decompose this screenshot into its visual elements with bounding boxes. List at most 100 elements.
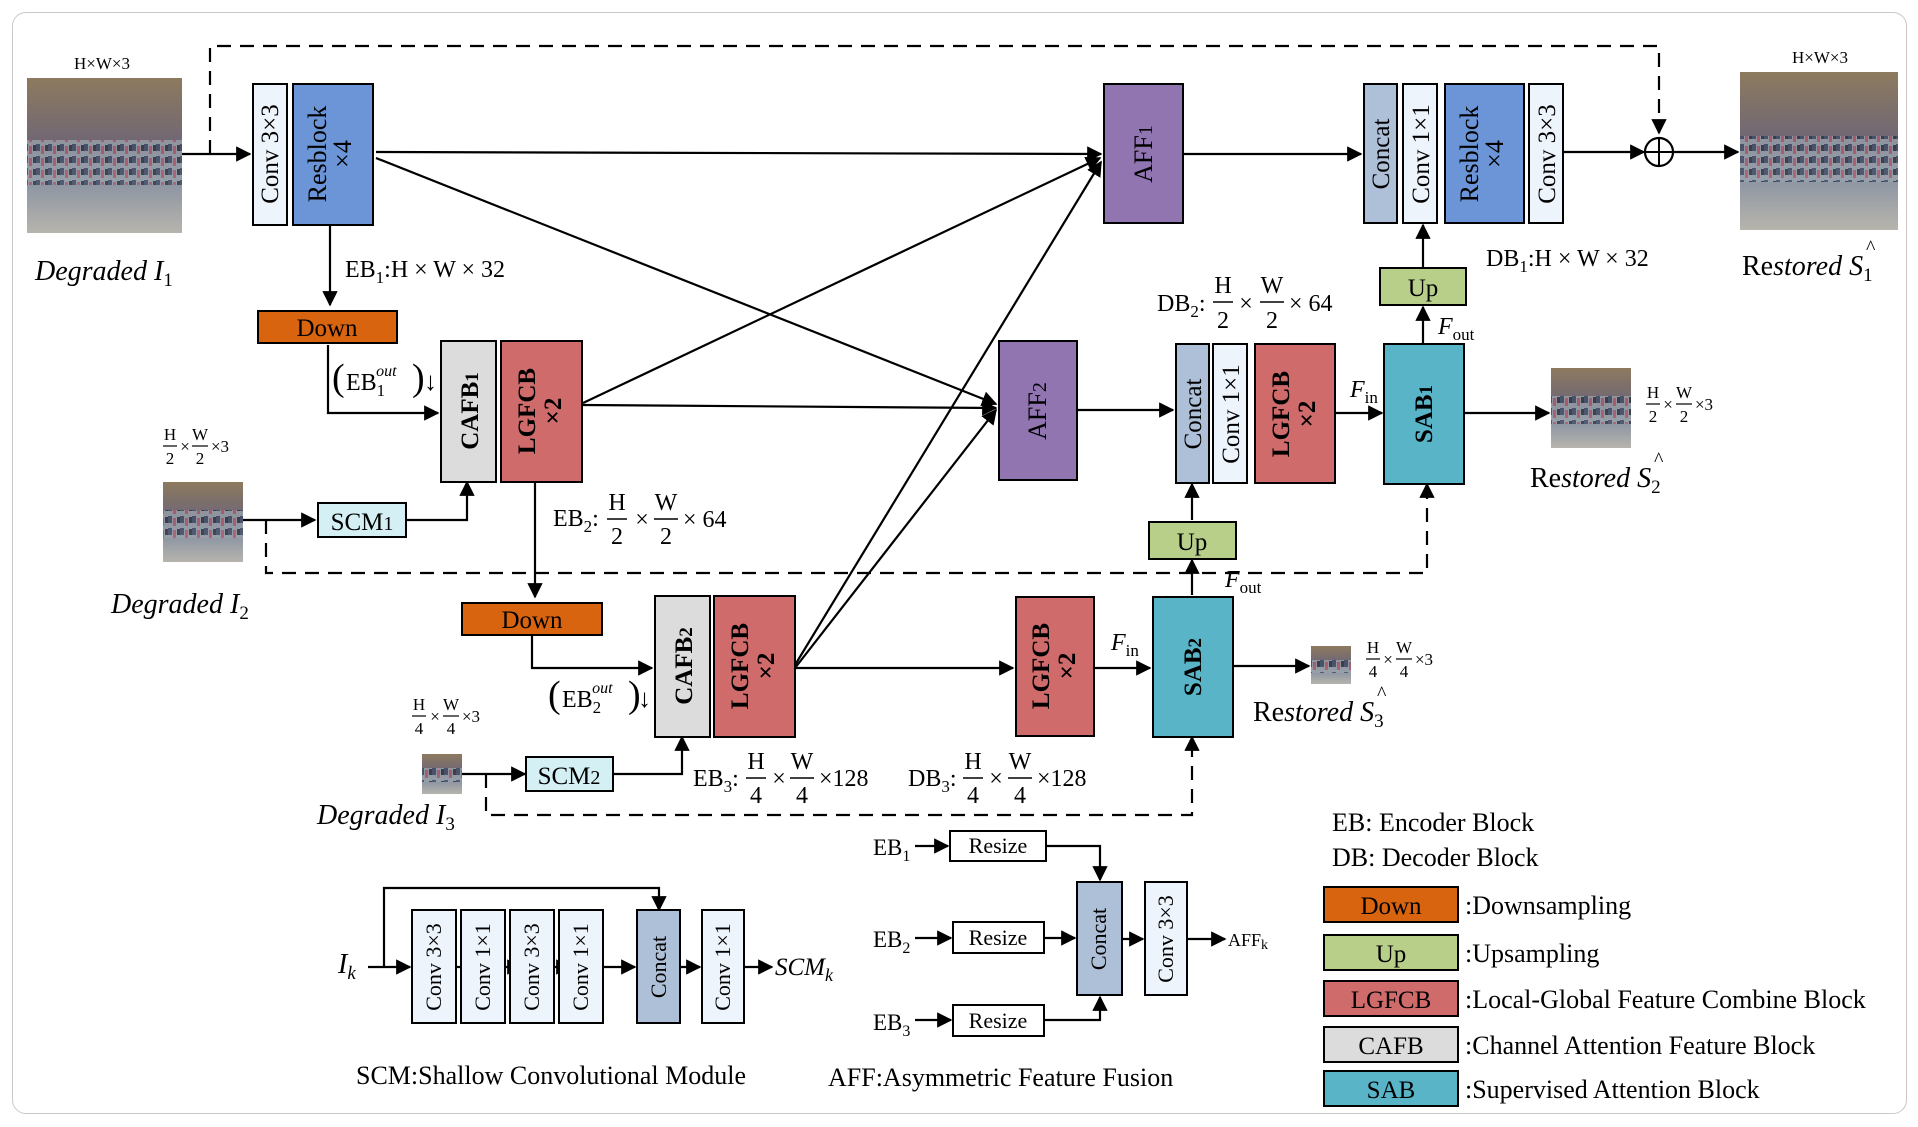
aff-detail-resize-3: Resize — [952, 1004, 1045, 1037]
svg-text:): ) — [628, 674, 641, 716]
scm-input-ik-label: Ik — [337, 949, 356, 984]
up-block-2: Up — [1148, 521, 1237, 560]
svg-text:2: 2 — [166, 449, 175, 468]
svg-text:Down: Down — [296, 315, 358, 342]
conv1x1-block-decoder2: Conv 1×1 — [1212, 343, 1248, 484]
cafb2-block: CAFB2 — [654, 595, 711, 738]
cafb1-block: CAFB1 — [440, 340, 497, 483]
svg-text:×128: ×128 — [819, 766, 869, 792]
svg-text:×3: ×3 — [1415, 650, 1433, 669]
svg-text:Concat: Concat — [1086, 908, 1111, 970]
svg-text:H: H — [747, 749, 764, 775]
svg-text:Resize: Resize — [969, 833, 1028, 858]
fin-label-sab2: Fin — [1110, 630, 1139, 660]
legend-db: DB: Decoder Block — [1332, 843, 1539, 872]
sab2-block: SAB2 — [1152, 596, 1234, 738]
svg-text:W: W — [655, 490, 678, 516]
svg-text:EB2out: EB2out — [562, 680, 613, 717]
fin-label-sab1: Fin — [1349, 377, 1378, 407]
svg-text:×: × — [1663, 395, 1673, 414]
restored-1-label: Restored S1 ^ — [1742, 237, 1876, 286]
scm-detail-conv1x1-b: Conv 1×1 — [558, 909, 604, 1024]
degraded-image-3 — [422, 754, 462, 794]
eb1-out-downsampled-label: ( EB1out ) ↓ — [332, 357, 437, 400]
restored-3-dims: H 4 × W 4 ×3 — [1366, 638, 1433, 681]
circled-plus-icon — [1643, 136, 1675, 168]
aff-input-eb2: EB2 — [873, 927, 910, 957]
svg-text:W: W — [192, 425, 209, 444]
degraded-image-1 — [27, 78, 182, 233]
aff-detail-resize-1: Resize — [949, 830, 1047, 862]
svg-text:^: ^ — [1377, 683, 1387, 705]
svg-text:W: W — [1009, 749, 1032, 775]
fout-label-sab2: Fout — [1224, 567, 1262, 597]
svg-text:LGFCB: LGFCB — [514, 368, 541, 454]
svg-text:2: 2 — [1680, 407, 1689, 426]
svg-text:AFF2: AFF2 — [1023, 382, 1052, 440]
input1-dims: H×W×3 — [74, 54, 130, 73]
svg-text:×: × — [180, 437, 190, 456]
svg-text:4: 4 — [967, 783, 979, 809]
svg-text:Restored S1: Restored S1 — [1742, 251, 1873, 286]
svg-text:W: W — [1676, 383, 1693, 402]
restored-3-label: Restored S3 ^ — [1253, 683, 1387, 732]
svg-text:H: H — [964, 749, 981, 775]
up-block-1: Up — [1379, 267, 1467, 306]
legend-item-lgfcb: LGFCB :Local-Global Feature Combine Bloc… — [1323, 980, 1866, 1017]
svg-text:H: H — [1214, 273, 1231, 299]
lgfcb-block-decoder3: LGFCB ×2 — [1015, 596, 1095, 737]
svg-text:Concat: Concat — [646, 936, 671, 998]
svg-text:Conv 1×1: Conv 1×1 — [1408, 104, 1435, 204]
resblock-block-decoder1: Resblock ×4 — [1444, 83, 1525, 224]
svg-text:Resize: Resize — [969, 1008, 1028, 1033]
conv3x3-block-decoder1: Conv 3×3 — [1528, 83, 1564, 224]
svg-text:SCM2: SCM2 — [538, 763, 601, 790]
svg-text:×128: ×128 — [1037, 766, 1087, 792]
svg-text:Conv 3×3: Conv 3×3 — [1534, 104, 1561, 204]
degraded-3-label: Degraded I3 — [316, 800, 455, 835]
legend-item-sab: SAB :Supervised Attention Block — [1323, 1070, 1760, 1107]
svg-text:Conv 1×1: Conv 1×1 — [710, 923, 735, 1011]
svg-text:EB2:: EB2: — [553, 506, 599, 536]
svg-text:2: 2 — [1266, 308, 1278, 334]
svg-text:4: 4 — [447, 719, 456, 738]
svg-text:2: 2 — [1217, 308, 1229, 334]
scm-detail-concat: Concat — [636, 909, 681, 1024]
svg-text:LGFCB: LGFCB — [727, 623, 754, 709]
aff-input-eb3: EB3 — [873, 1010, 910, 1040]
degraded-1-label: Degraded I1 — [34, 256, 173, 291]
svg-text:4: 4 — [415, 719, 424, 738]
aff-caption: AFF:Asymmetric Feature Fusion — [828, 1063, 1173, 1092]
svg-text:SAB2: SAB2 — [1180, 638, 1207, 696]
down-block-1: Down — [257, 310, 398, 344]
svg-text:LGFCB: LGFCB — [1351, 987, 1432, 1014]
restored-image-1 — [1740, 72, 1898, 230]
svg-text::Downsampling: :Downsampling — [1465, 891, 1631, 920]
down-block-2: Down — [461, 602, 603, 636]
svg-text:W: W — [1261, 273, 1284, 299]
svg-text:2: 2 — [611, 524, 623, 550]
svg-text:H: H — [164, 425, 176, 444]
aff-detail-conv3x3: Conv 3×3 — [1144, 881, 1188, 996]
global-skip-dashed — [208, 44, 1667, 154]
aff-detail-resize-2: Resize — [952, 921, 1045, 954]
svg-text:EB1out: EB1out — [346, 363, 397, 400]
legend-item-up: Up :Upsampling — [1323, 934, 1599, 971]
svg-text:(: ( — [332, 357, 345, 399]
svg-text:Conv 3×3: Conv 3×3 — [1153, 895, 1178, 983]
svg-text:× 64: × 64 — [683, 507, 727, 533]
eb2-label: EB2: H 2 × W 2 × 64 — [553, 490, 727, 550]
svg-text:DB3:: DB3: — [908, 766, 957, 796]
resblock-block-encoder: Resblock ×4 — [292, 83, 374, 226]
aff2-block: AFF2 — [998, 340, 1078, 481]
legend: EB: Encoder Block DB: Decoder Block Down… — [1323, 808, 1866, 1107]
scm-detail-conv1x1-c: Conv 1×1 — [701, 909, 745, 1024]
svg-text:Conv 1×1: Conv 1×1 — [470, 923, 495, 1011]
input2-dims: H 2 × W 2 ×3 — [163, 425, 229, 468]
concat-block-decoder1: Concat — [1363, 83, 1398, 224]
svg-text:4: 4 — [1369, 662, 1378, 681]
db3-label: DB3: H 4 × W 4 ×128 — [908, 749, 1087, 809]
conv3x3-block-encoder: Conv 3×3 — [252, 83, 288, 226]
svg-text:Restored S3: Restored S3 — [1253, 697, 1384, 732]
